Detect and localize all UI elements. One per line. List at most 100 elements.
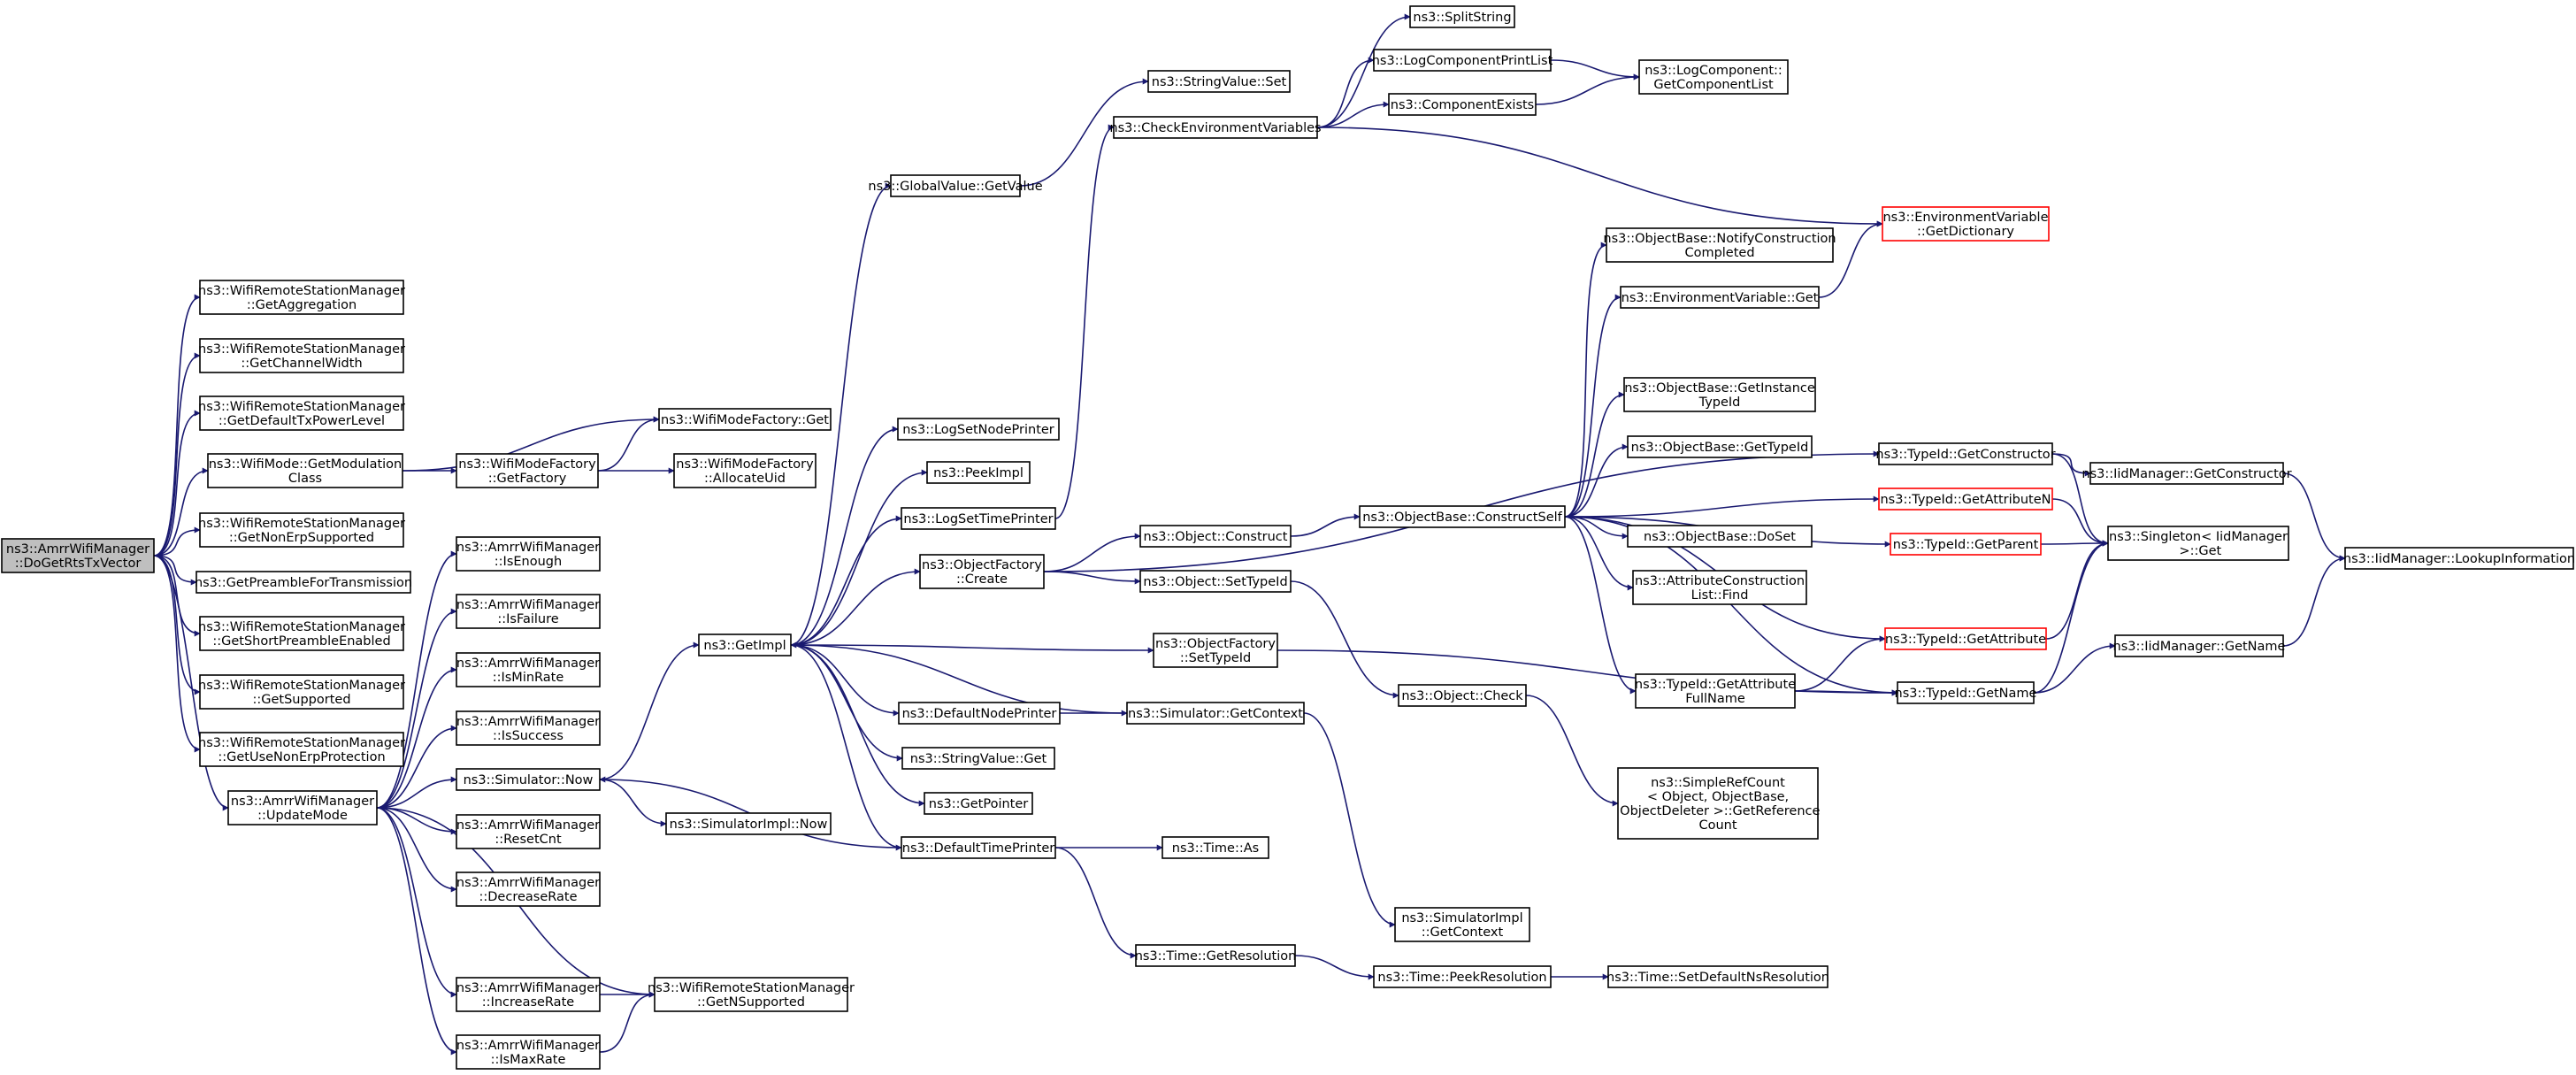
node-timePeekResolution[interactable]: ns3::Time::PeekResolution — [1373, 965, 1552, 988]
node-objectBaseDoSet[interactable]: ns3::ObjectBase::DoSet — [1627, 525, 1813, 548]
node-stringValueSet[interactable]: ns3::StringValue::Set — [1147, 70, 1291, 93]
call-edge-typeIdGetAttributeFullName-to-typeIdGetAttribute — [1794, 635, 1886, 692]
node-simulatorNow[interactable]: ns3::Simulator::Now — [456, 768, 601, 791]
node-getAggregation[interactable]: ns3::WifiRemoteStationManager::GetAggreg… — [198, 280, 405, 315]
call-edge-updateMode-to-isSuccess — [376, 725, 457, 809]
node-objectConstruct[interactable]: ns3::Object::Construct — [1139, 525, 1292, 548]
node-peekImpl[interactable]: ns3::PeekImpl — [926, 461, 1031, 484]
node-getDefaultTxPowerLevel[interactable]: ns3::WifiRemoteStationManager::GetDefaul… — [198, 395, 405, 431]
call-edge-isMaxRate-to-getNSupported — [599, 991, 656, 1053]
node-box — [456, 710, 601, 746]
node-box — [199, 280, 404, 315]
node-isMaxRate[interactable]: ns3::AmrrWifiManager::IsMaxRate — [456, 1034, 601, 1070]
node-simpleRefCount[interactable]: ns3::SimpleRefCount< Object, ObjectBase,… — [1616, 767, 1821, 840]
node-objectBaseConstructSelf[interactable]: ns3::ObjectBase::ConstructSelf — [1359, 505, 1566, 528]
node-label: ns3::IidManager::LookupInformation — [2343, 552, 2575, 566]
node-isMinRate[interactable]: ns3::AmrrWifiManager::IsMinRate — [456, 652, 601, 687]
node-objectSetTypeId[interactable]: ns3::Object::SetTypeId — [1139, 570, 1292, 593]
node-decreaseRate[interactable]: ns3::AmrrWifiManager::DecreaseRate — [456, 872, 601, 907]
node-box — [227, 790, 378, 825]
node-singletonGet[interactable]: ns3::Singleton< IidManager >::Get — [2107, 526, 2289, 561]
node-isFailure[interactable]: ns3::AmrrWifiManager::IsFailure — [456, 594, 601, 629]
node-wifiModeFactoryGet[interactable]: ns3::WifiModeFactory::Get — [658, 408, 832, 431]
node-defaultTimePrinter[interactable]: ns3::DefaultTimePrinter — [901, 836, 1056, 859]
node-getPreambleForTransmission[interactable]: ns3::GetPreambleForTransmission — [195, 571, 412, 594]
node-box — [898, 702, 1061, 725]
node-objectCheck[interactable]: ns3::Object::Check — [1398, 684, 1527, 707]
node-increaseRate[interactable]: ns3::AmrrWifiManager::IncreaseRate — [456, 977, 601, 1012]
call-edge-objectBaseConstructSelf-to-notifyConstructionCompleted — [1564, 242, 1607, 518]
node-iidManagerLookupInformation[interactable]: ns3::IidManager::LookupInformation — [2343, 547, 2575, 570]
call-edge-root-to-getShortPreambleEnabled — [153, 555, 201, 637]
call-edge-simulatorNow-to-simulatorImplNow — [599, 779, 667, 827]
node-label: ns3::Time::PeekResolution — [1377, 971, 1546, 985]
node-environmentVariableGet[interactable]: ns3::EnvironmentVariable::Get — [1620, 286, 1820, 309]
node-objectBaseGetTypeId[interactable]: ns3::ObjectBase::GetTypeId — [1627, 435, 1813, 458]
node-simulatorImplGetContext[interactable]: ns3::SimulatorImpl::GetContext — [1394, 907, 1530, 942]
node-label: ns3::ObjectBase::ConstructSelf — [1362, 511, 1562, 525]
node-isEnough[interactable]: ns3::AmrrWifiManager::IsEnough — [456, 536, 601, 572]
node-getShortPreambleEnabled[interactable]: ns3::WifiRemoteStationManager::GetShortP… — [198, 616, 405, 651]
node-typeIdGetAttributeN[interactable]: ns3::TypeId::GetAttributeN — [1878, 488, 2053, 511]
node-box — [1373, 965, 1552, 988]
node-box — [1623, 377, 1816, 412]
node-environmentVariableGetDictionary[interactable]: ns3::EnvironmentVariable::GetDictionary — [1882, 206, 2050, 242]
node-stringValueGet[interactable]: ns3::StringValue::Get — [901, 747, 1055, 770]
node-typeIdGetName[interactable]: ns3::TypeId::GetName — [1895, 681, 2037, 704]
call-edge-globalValueGetValue-to-stringValueSet — [1019, 78, 1149, 187]
node-componentExists[interactable]: ns3::ComponentExists — [1388, 93, 1537, 116]
node-allocateUid[interactable]: ns3::WifiModeFactory::AllocateUid — [673, 453, 816, 488]
node-label: ns3::Singleton< IidManager >::Get — [2109, 530, 2288, 558]
call-edge-objectBaseConstructSelf-to-typeIdGetAttributeFullName — [1564, 516, 1637, 695]
node-checkEnvironmentVariables[interactable]: ns3::CheckEnvironmentVariables — [1109, 116, 1322, 139]
node-isSuccess[interactable]: ns3::AmrrWifiManager::IsSuccess — [456, 710, 601, 746]
node-logSetTimePrinter[interactable]: ns3::LogSetTimePrinter — [901, 507, 1056, 530]
node-typeIdGetParent[interactable]: ns3::TypeId::GetParent — [1890, 533, 2042, 556]
node-typeIdGetAttribute[interactable]: ns3::TypeId::GetAttribute — [1884, 627, 2047, 650]
call-edge-root-to-getModulationClass — [153, 467, 209, 557]
node-label: ns3::WifiRemoteStationManager::GetUseNon… — [198, 736, 405, 764]
node-updateMode[interactable]: ns3::AmrrWifiManager::UpdateMode — [227, 790, 378, 825]
node-typeIdGetConstructor[interactable]: ns3::TypeId::GetConstructor — [1875, 442, 2056, 465]
node-getChannelWidth[interactable]: ns3::WifiRemoteStationManager::GetChanne… — [198, 338, 405, 373]
call-edge-typeIdGetAttribute-to-singletonGet — [2045, 540, 2109, 640]
call-edge-checkEnvironmentVariables-to-splitString — [1316, 13, 1411, 128]
node-iidManagerGetConstructor[interactable]: ns3::IidManager::GetConstructor — [2082, 462, 2292, 485]
node-wifiModeFactoryGetFactory[interactable]: ns3::WifiModeFactory::GetFactory — [456, 453, 599, 488]
node-box — [1627, 525, 1813, 548]
node-globalValueGetValue[interactable]: ns3::GlobalValue::GetValue — [868, 174, 1043, 197]
node-iidManagerGetName[interactable]: ns3::IidManager::GetName — [2113, 634, 2286, 657]
node-logSetNodePrinter[interactable]: ns3::LogSetNodePrinter — [897, 418, 1060, 441]
node-simulatorGetContext[interactable]: ns3::Simulator::GetContext — [1126, 702, 1305, 725]
node-getSupported[interactable]: ns3::WifiRemoteStationManager::GetSuppor… — [198, 674, 405, 710]
node-getNSupported[interactable]: ns3::WifiRemoteStationManager::GetNSuppo… — [648, 977, 855, 1012]
node-label: ns3::ObjectBase::GetTypeId — [1631, 441, 1809, 455]
node-label: ns3::Time::SetDefaultNsResolution — [1606, 971, 1829, 985]
node-timeGetResolution[interactable]: ns3::Time::GetResolution — [1135, 944, 1297, 967]
node-objectFactorySetTypeId[interactable]: ns3::ObjectFactory::SetTypeId — [1153, 633, 1278, 668]
node-box — [199, 512, 404, 548]
node-defaultNodePrinter[interactable]: ns3::DefaultNodePrinter — [898, 702, 1061, 725]
node-timeAs[interactable]: ns3::Time::As — [1162, 836, 1269, 859]
call-edge-getImpl-to-getPointer — [790, 644, 925, 807]
node-logComponentGetList[interactable]: ns3::LogComponent::GetComponentList — [1638, 59, 1789, 95]
node-getPointer[interactable]: ns3::GetPointer — [924, 792, 1033, 815]
node-logComponentPrintList[interactable]: ns3::LogComponentPrintList — [1372, 49, 1553, 72]
node-root[interactable]: ns3::AmrrWifiManager::DoGetRtsTxVector — [1, 538, 155, 573]
node-box — [1139, 570, 1292, 593]
node-getImpl[interactable]: ns3::GetImpl — [698, 633, 792, 657]
node-splitString[interactable]: ns3::SplitString — [1409, 5, 1515, 28]
node-getUseNonErpProtection[interactable]: ns3::WifiRemoteStationManager::GetUseNon… — [198, 732, 405, 767]
node-resetCnt[interactable]: ns3::AmrrWifiManager::ResetCnt — [456, 814, 601, 849]
node-getNonErpSupported[interactable]: ns3::WifiRemoteStationManager::GetNonErp… — [198, 512, 405, 548]
node-box — [1617, 767, 1819, 840]
node-objectFactoryCreate[interactable]: ns3::ObjectFactory::Create — [919, 554, 1045, 589]
node-timeSetDefaultNsResolution[interactable]: ns3::Time::SetDefaultNsResolution — [1606, 965, 1829, 988]
node-simulatorImplNow[interactable]: ns3::SimulatorImpl::Now — [665, 812, 832, 835]
